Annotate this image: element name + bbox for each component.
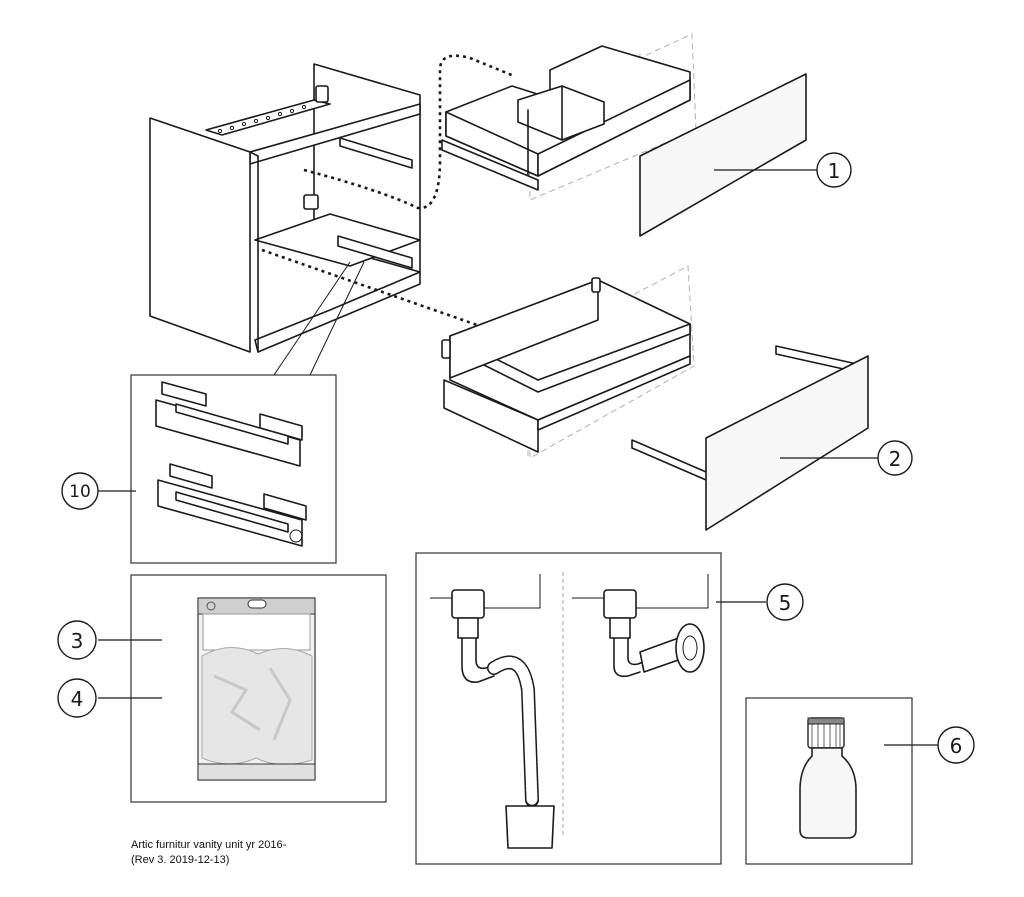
- runners-detail: [130, 261, 365, 564]
- hanging-bracket: [315, 85, 329, 103]
- siphon-detail: [415, 552, 722, 865]
- callout-5-label: 5: [779, 591, 792, 615]
- callout-6-label: 6: [950, 734, 963, 758]
- caption-revision: (Rev 3. 2019-12-13): [131, 854, 230, 866]
- callout-1: 1: [816, 152, 852, 188]
- callout-2: 2: [877, 440, 913, 476]
- callout-1-label: 1: [828, 159, 841, 183]
- assembly-paths: [261, 54, 515, 328]
- drawer-front-2: [631, 345, 869, 531]
- lower-drawer: [441, 265, 695, 459]
- callout-10-label: 10: [69, 482, 91, 502]
- callout-10: 10: [61, 472, 99, 510]
- callout-2-label: 2: [889, 447, 902, 471]
- shelf-connector: [303, 194, 319, 210]
- callout-5: 5: [766, 583, 804, 621]
- cabinet-carcass: [149, 63, 421, 353]
- caption-title: Artic furnitur vanity unit yr 2016-: [131, 839, 287, 851]
- callout-4: 4: [57, 678, 97, 718]
- caption: Artic furnitur vanity unit yr 2016- (Rev…: [131, 838, 286, 868]
- lower-runner: [337, 235, 413, 269]
- callout-3-label: 3: [71, 629, 84, 653]
- callout-6: 6: [937, 726, 975, 764]
- fittings-bag: [130, 574, 387, 803]
- glue-bottle: [745, 697, 913, 865]
- upper-drawer: [441, 33, 697, 201]
- top-rail-holes: [217, 104, 307, 134]
- upper-runner: [339, 137, 413, 169]
- callout-4-label: 4: [71, 687, 84, 711]
- callout-3: 3: [57, 620, 97, 660]
- drawer-front-1: [639, 73, 807, 237]
